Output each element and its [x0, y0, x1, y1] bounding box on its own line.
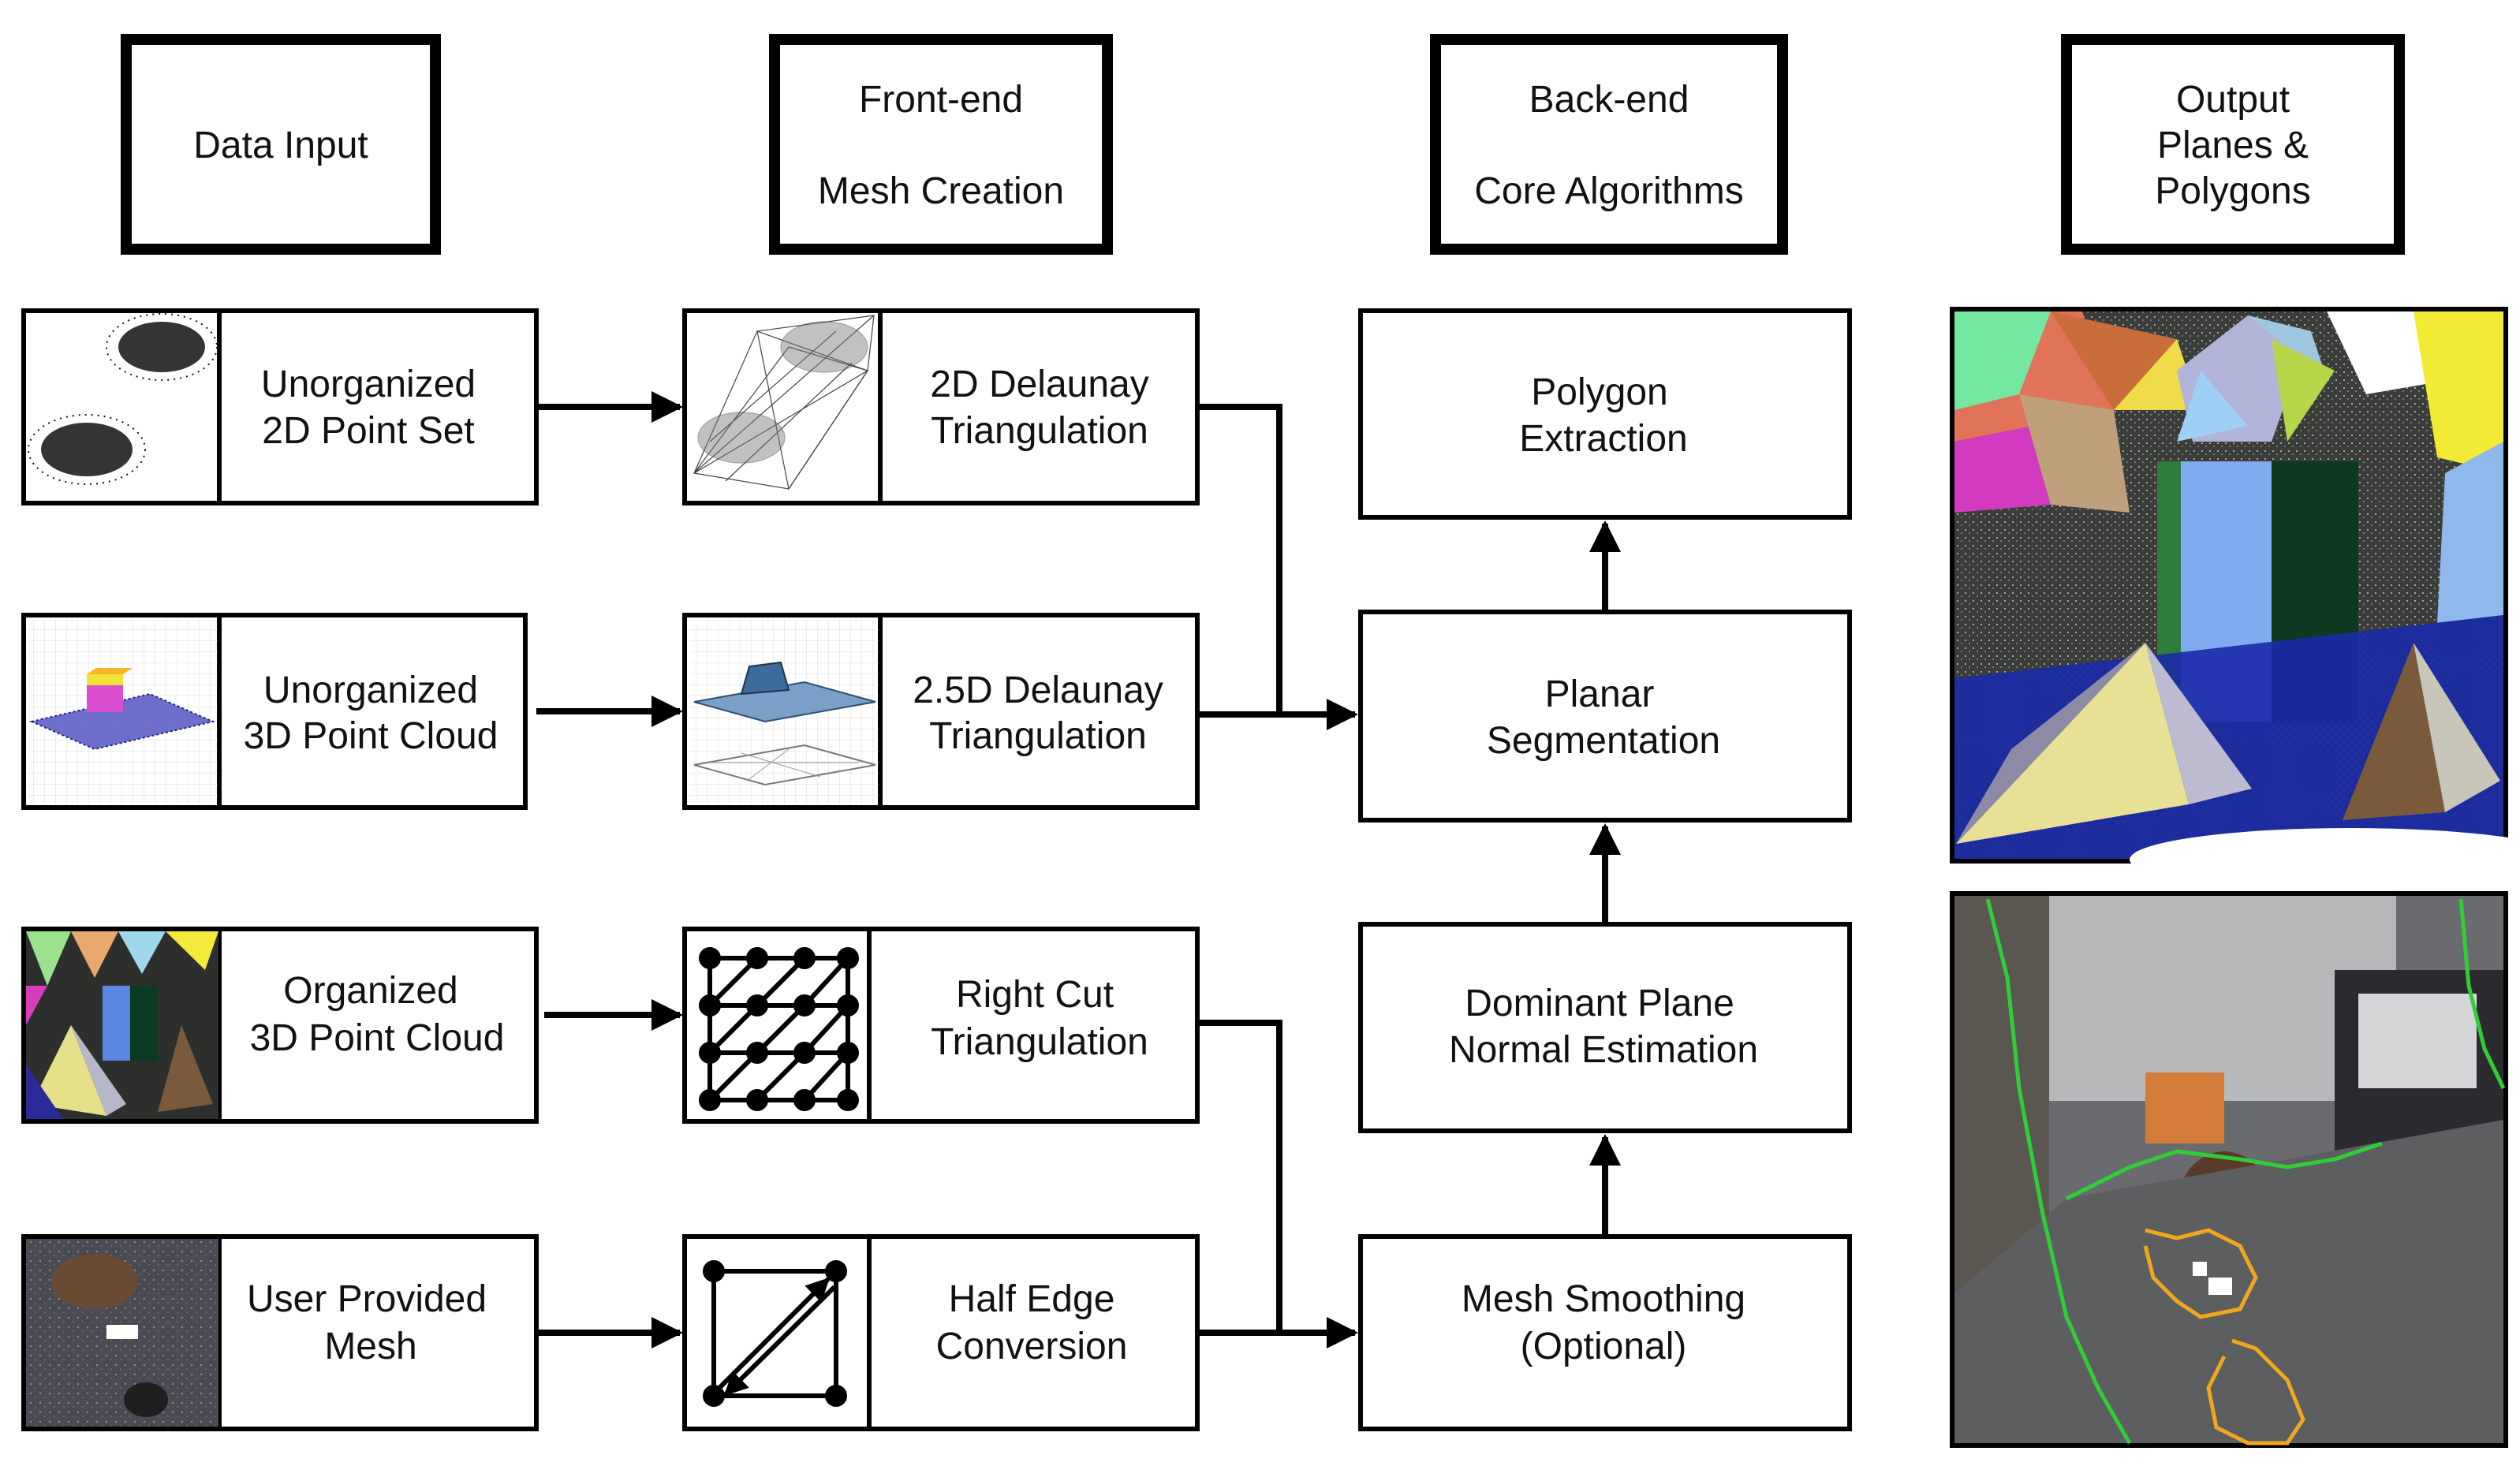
header-back-end: Back-end Core Algorithms [1430, 34, 1788, 255]
frontend-label-line-1: 2.5D Delaunay [913, 670, 1163, 711]
backend-polygon-extraction: Polygon Extraction [1358, 308, 1852, 520]
input-label-line-2: Mesh [324, 1326, 416, 1367]
delaunay-25d-thumbnail [689, 620, 879, 804]
output-planes-image [1950, 307, 2520, 891]
header-output-line-1: Output [2176, 79, 2290, 121]
frontend-label-line-1: Half Edge [949, 1278, 1115, 1320]
frontend-label-line-2: Triangulation [931, 410, 1148, 452]
header-output: Output Planes & Polygons [2061, 34, 2405, 255]
input-label-line-2: 3D Point Cloud [250, 1017, 505, 1059]
connectors [536, 391, 1621, 1348]
backend-label-line-1: Dominant Plane [1465, 983, 1734, 1024]
delaunay-2d-thumbnail [693, 315, 875, 491]
organized-cloud-thumbnail [26, 931, 218, 1119]
frontend-label-line-2: Conversion [936, 1326, 1128, 1367]
backend-label-line-1: Polygon [1531, 371, 1667, 413]
connector-right-cut [1197, 1020, 1282, 1333]
input-label-line-1: User Provided [247, 1278, 487, 1320]
backend-label-line-2: Normal Estimation [1449, 1029, 1758, 1071]
point-set-thumbnail [28, 313, 218, 485]
header-back-end-line-2: Core Algorithms [1474, 170, 1743, 212]
input-label-line-2: 3D Point Cloud [244, 715, 498, 757]
input-label-line-2: 2D Point Set [262, 410, 474, 452]
frontend-label-line-1: Right Cut [956, 974, 1114, 1016]
frontend-label-line-1: 2D Delaunay [930, 364, 1149, 405]
input-label-line-1: Unorganized [261, 364, 476, 405]
backend-label-line-2: (Optional) [1521, 1326, 1687, 1367]
input-label-line-1: Unorganized [263, 670, 478, 711]
input-unorganized-2d: Unorganized 2D Point Set [21, 308, 539, 505]
user-mesh-thumbnail [26, 1239, 218, 1427]
backend-dominant-plane: Dominant Plane Normal Estimation [1358, 922, 1852, 1133]
header-back-end-line-1: Back-end [1529, 79, 1689, 121]
frontend-half-edge: Half Edge Conversion [682, 1234, 1200, 1431]
input-label-line-1: Organized [283, 970, 457, 1012]
backend-planar-segmentation: Planar Segmentation [1358, 610, 1852, 823]
frontend-label-line-2: Triangulation [929, 715, 1147, 757]
input-organized-3d: Organized 3D Point Cloud [21, 927, 539, 1124]
header-front-end-line-1: Front-end [859, 79, 1023, 121]
header-data-input-line-1: Data Input [193, 125, 368, 166]
backend-label-line-2: Segmentation [1487, 720, 1720, 762]
backend-label-line-1: Mesh Smoothing [1462, 1278, 1745, 1320]
half-edge-icon [703, 1260, 847, 1407]
frontend-25d-delaunay: 2.5D Delaunay Triangulation [682, 613, 1200, 810]
input-user-mesh: User Provided Mesh [21, 1234, 539, 1431]
input-unorganized-3d: Unorganized 3D Point Cloud [21, 613, 528, 810]
backend-mesh-smoothing: Mesh Smoothing (Optional) [1358, 1234, 1852, 1431]
backend-label-line-1: Planar [1545, 673, 1655, 715]
output-polygons-image [1950, 891, 2508, 1448]
frontend-2d-delaunay: 2D Delaunay Triangulation [682, 308, 1200, 505]
right-cut-mesh-icon [699, 947, 859, 1111]
header-front-end: Front-end Mesh Creation [769, 34, 1113, 255]
frontend-label-line-2: Triangulation [931, 1021, 1148, 1063]
connector-2d-delaunay [1197, 404, 1282, 714]
backend-label-line-2: Extraction [1519, 418, 1687, 460]
point-cloud-3d-thumbnail [28, 620, 218, 804]
header-output-line-3: Polygons [2155, 170, 2310, 212]
header-output-line-2: Planes & [2157, 125, 2309, 166]
header-data-input: Data Input [121, 34, 441, 255]
header-front-end-line-2: Mesh Creation [818, 170, 1064, 212]
frontend-right-cut: Right Cut Triangulation [682, 927, 1200, 1124]
